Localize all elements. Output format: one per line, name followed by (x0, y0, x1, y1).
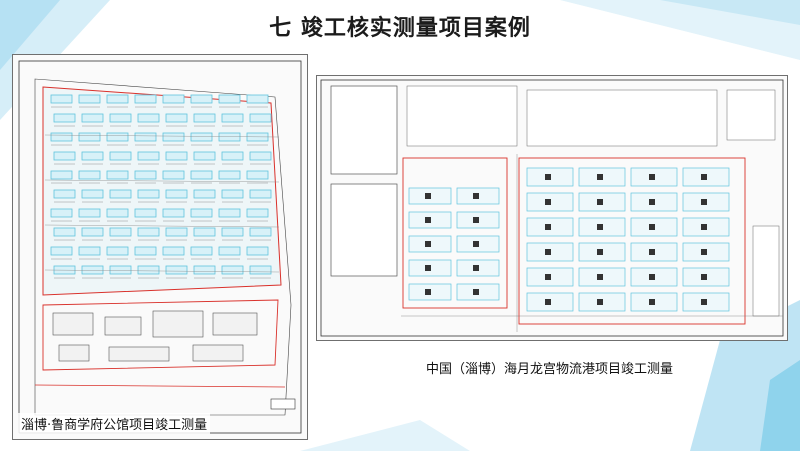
building-block (249, 227, 272, 237)
site-plan-haiyue (320, 79, 784, 337)
building-block (162, 170, 185, 180)
building-block (109, 151, 132, 161)
building-block (162, 208, 185, 218)
building-block (50, 132, 73, 142)
building-block (106, 132, 129, 142)
building-block (106, 170, 129, 180)
building-block (162, 246, 185, 256)
building-block (193, 151, 216, 161)
building-block (165, 227, 188, 237)
building-block (249, 113, 272, 123)
building-block (193, 227, 216, 237)
slide-title: 七 竣工核实测量项目案例 (269, 16, 531, 41)
building-block (165, 189, 188, 199)
building-block (134, 132, 157, 142)
building-block (246, 94, 269, 104)
building-block (165, 265, 188, 275)
building-block (137, 189, 160, 199)
building-block (81, 189, 104, 199)
building-block (190, 170, 213, 180)
building-block (221, 113, 244, 123)
building-block (109, 113, 132, 123)
building-block (162, 94, 185, 104)
building-block (106, 94, 129, 104)
building-block (50, 208, 73, 218)
building-block (134, 246, 157, 256)
building-block (190, 132, 213, 142)
building-block (249, 265, 272, 275)
building-block (81, 227, 104, 237)
building-block (50, 170, 73, 180)
building-block (78, 94, 101, 104)
building-block (193, 265, 216, 275)
building-block (78, 170, 101, 180)
building-block (165, 151, 188, 161)
building-block (221, 151, 244, 161)
building-block (137, 227, 160, 237)
building-block (106, 246, 129, 256)
building-block (78, 246, 101, 256)
building-block (53, 189, 76, 199)
building-block (249, 151, 272, 161)
building-block (134, 170, 157, 180)
building-block (78, 208, 101, 218)
building-block (81, 265, 104, 275)
building-block (218, 94, 241, 104)
building-block (137, 265, 160, 275)
building-block (50, 246, 73, 256)
building-block (190, 94, 213, 104)
building-block (50, 94, 73, 104)
project-caption-lushang: 淄博·鲁商学府公馆项目竣工测量 (18, 413, 211, 434)
building-block (137, 113, 160, 123)
building-block (249, 189, 272, 199)
building-block (221, 227, 244, 237)
building-block (53, 151, 76, 161)
building-block (190, 208, 213, 218)
building-block (134, 208, 157, 218)
building-block (221, 189, 244, 199)
building-block (218, 246, 241, 256)
building-block (246, 170, 269, 180)
building-block (53, 113, 76, 123)
site-plan-lushang (18, 60, 302, 434)
building-block (106, 208, 129, 218)
project-drawing-haiyue (316, 75, 788, 341)
building-block (221, 265, 244, 275)
building-block (246, 246, 269, 256)
building-block (246, 208, 269, 218)
building-block (81, 151, 104, 161)
building-block (218, 132, 241, 142)
building-block (109, 265, 132, 275)
building-block (109, 189, 132, 199)
building-block (165, 113, 188, 123)
building-block (162, 132, 185, 142)
building-block (218, 208, 241, 218)
building-block (218, 170, 241, 180)
project-caption-haiyue: 中国（淄博）海月龙宫物流港项目竣工测量 (426, 362, 674, 377)
building-block (109, 227, 132, 237)
building-block (137, 151, 160, 161)
building-block (193, 189, 216, 199)
building-block (190, 246, 213, 256)
building-block (78, 132, 101, 142)
building-block (193, 113, 216, 123)
project-drawing-lushang (12, 54, 308, 440)
building-block (53, 227, 76, 237)
building-block (81, 113, 104, 123)
building-block (134, 94, 157, 104)
